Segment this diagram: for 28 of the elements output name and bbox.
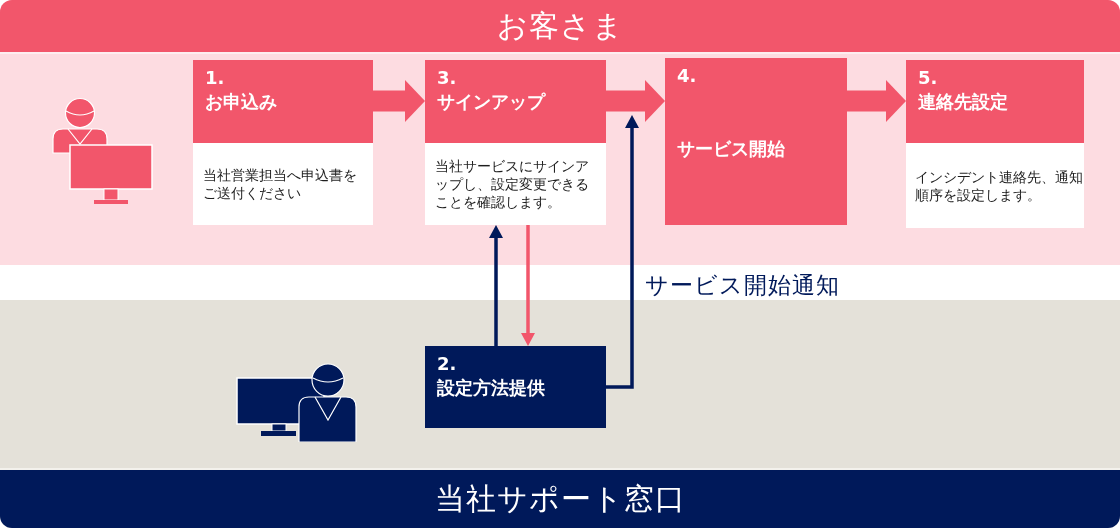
step-number: 4.: [677, 65, 697, 87]
step-title: お申込み: [205, 91, 277, 113]
swimlane: [0, 300, 1120, 528]
arrow: [489, 225, 503, 346]
step-description: 当社サービスにサインアップし、設定変更できることを確認します。: [435, 157, 590, 211]
block-arrow: [606, 80, 665, 122]
step-number: 5.: [918, 67, 938, 89]
step-description: 当社営業担当へ申込書をご送付ください: [203, 166, 358, 202]
step-title: 設定方法提供: [437, 377, 545, 399]
step-card: [193, 60, 373, 225]
arrow: [606, 115, 639, 389]
step-card: [425, 346, 606, 428]
step-number: 2.: [437, 353, 457, 375]
arrow: [521, 225, 535, 346]
step-card: [425, 60, 606, 225]
step-number: 1.: [205, 67, 225, 89]
step-card: [665, 58, 847, 225]
step-description: インシデント連絡先、通知順序を設定します。: [915, 167, 1084, 204]
lane-heading: お客さま: [496, 7, 624, 45]
step-title: サインアップ: [437, 91, 545, 113]
lane-heading: 当社サポート窓口: [434, 480, 686, 518]
step-title: 連絡先設定: [918, 91, 1008, 113]
block-arrow: [847, 80, 906, 122]
step-number: 3.: [437, 67, 457, 89]
block-arrow: [373, 80, 425, 122]
step-title: サービス開始: [677, 138, 785, 160]
swimlane: [0, 0, 1120, 265]
step-card: [906, 60, 1084, 228]
